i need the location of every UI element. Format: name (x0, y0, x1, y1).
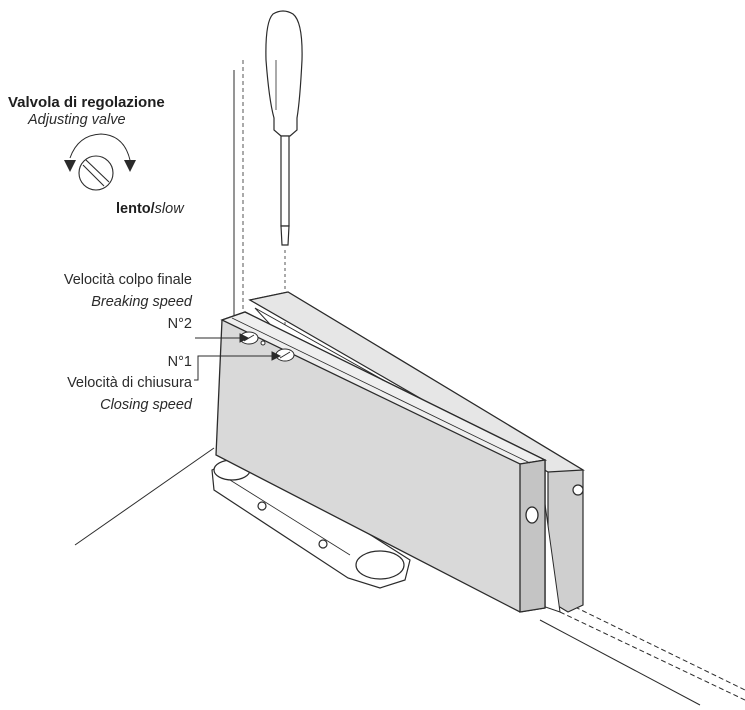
closing-speed-label-it: Velocità di chiusura (67, 375, 192, 391)
screwdriver-icon (265, 10, 303, 246)
closing-speed-label-en: Closing speed (100, 397, 192, 413)
slow-label: lento/slow (116, 200, 184, 218)
leader-lines (194, 333, 282, 381)
closing-speed-number: N°1 (167, 354, 192, 370)
valve-slot-icon (78, 155, 114, 191)
breaking-speed-label-it: Velocità colpo finale (63, 272, 192, 288)
slow-label-it: lento (116, 201, 151, 217)
closer-body (215, 311, 548, 613)
slow-label-en: slow (154, 201, 184, 217)
rotation-arrows-icon (64, 133, 136, 172)
breaking-speed-label-en: Breaking speed (91, 294, 192, 310)
adjusting-valve-label-it: Valvola di regolazione (8, 94, 165, 111)
breaking-speed-number: N°2 (167, 316, 192, 332)
slow-label-sep: / (150, 201, 155, 217)
adjusting-valve-label-en: Adjusting valve (28, 112, 126, 128)
